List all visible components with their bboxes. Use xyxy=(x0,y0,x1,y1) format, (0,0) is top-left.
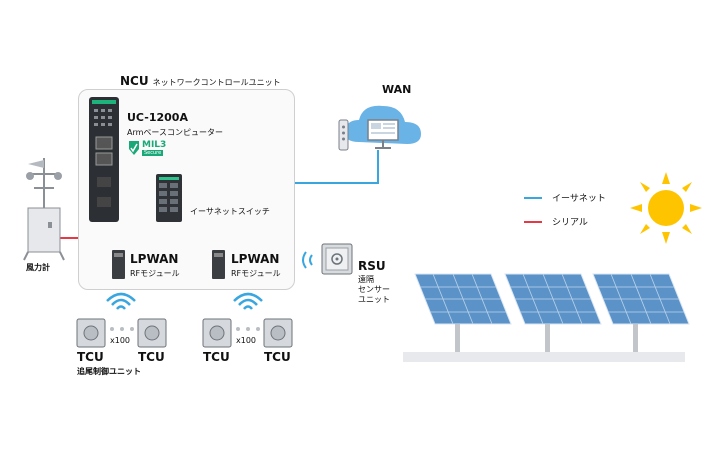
tcu-device-icon xyxy=(263,318,293,348)
lpwan-module-icon xyxy=(212,250,225,279)
tcu-count-right: x100 xyxy=(236,336,257,345)
anemometer-label: 風力計 xyxy=(26,263,50,272)
mil3-shield-icon xyxy=(129,141,139,155)
tcu-device-icon xyxy=(202,318,232,348)
tcu-caption: 追尾制御ユニット xyxy=(77,367,141,376)
solar-panel-icon xyxy=(592,273,690,352)
tcu-label: TCU xyxy=(203,350,230,364)
rsu-line-3: ユニット xyxy=(358,295,390,304)
ellipsis-dots-icon xyxy=(110,327,134,331)
rsu-title: RSU xyxy=(358,259,386,273)
rsu-device-icon xyxy=(302,243,353,275)
lpwan-2-desc: RFモジュール xyxy=(231,269,281,278)
legend-serial: シリアル xyxy=(524,215,588,228)
tcu-count-left: x100 xyxy=(110,336,131,345)
lpwan-module-icon xyxy=(112,250,125,279)
tcu-device-icon xyxy=(137,318,167,348)
legend-ethernet: イーサネット xyxy=(524,191,606,204)
wan-label: WAN xyxy=(382,83,412,96)
legend-serial-swatch xyxy=(524,220,542,223)
solar-array xyxy=(403,273,690,362)
anemometer-icon xyxy=(23,158,65,261)
ellipsis-dots-icon xyxy=(236,327,260,331)
computer-description: Armベースコンピューター xyxy=(127,128,224,137)
lpwan-2-title: LPWAN xyxy=(231,252,280,266)
legend-serial-label: シリアル xyxy=(552,218,588,228)
tcu-device-icon xyxy=(76,318,106,348)
ncu-subtitle: ネットワークコントロールユニット xyxy=(152,78,281,87)
cloud-computer-icon xyxy=(338,105,421,151)
legend-ethernet-swatch xyxy=(524,196,542,199)
mil3-label: MIL3 xyxy=(142,140,167,150)
computer-model: UC-1200A xyxy=(127,111,188,124)
solar-panel-icon xyxy=(504,273,602,352)
rsu-line-1: 遠隔 xyxy=(358,275,374,284)
ncu-title-text: NCU xyxy=(120,74,149,88)
wireless-signal-icon xyxy=(106,292,136,310)
lpwan-1-title: LPWAN xyxy=(130,252,179,266)
tcu-label: TCU xyxy=(77,350,104,364)
rsu-line-2: センサー xyxy=(358,285,390,294)
tcu-label: TCU xyxy=(264,350,291,364)
mil3-secure-label: Secure xyxy=(142,150,164,156)
sun-icon xyxy=(630,172,702,244)
mil3-badge: MIL3 Secure xyxy=(127,140,173,156)
lpwan-1-desc: RFモジュール xyxy=(130,269,180,278)
solar-panel-icon xyxy=(414,273,512,352)
ethernet-switch-icon xyxy=(156,174,182,222)
wireless-signal-icon xyxy=(233,292,263,310)
legend-ethernet-label: イーサネット xyxy=(552,194,606,204)
computer-device-icon xyxy=(89,97,119,222)
tcu-label: TCU xyxy=(138,350,165,364)
switch-label: イーサネットスイッチ xyxy=(190,207,270,216)
